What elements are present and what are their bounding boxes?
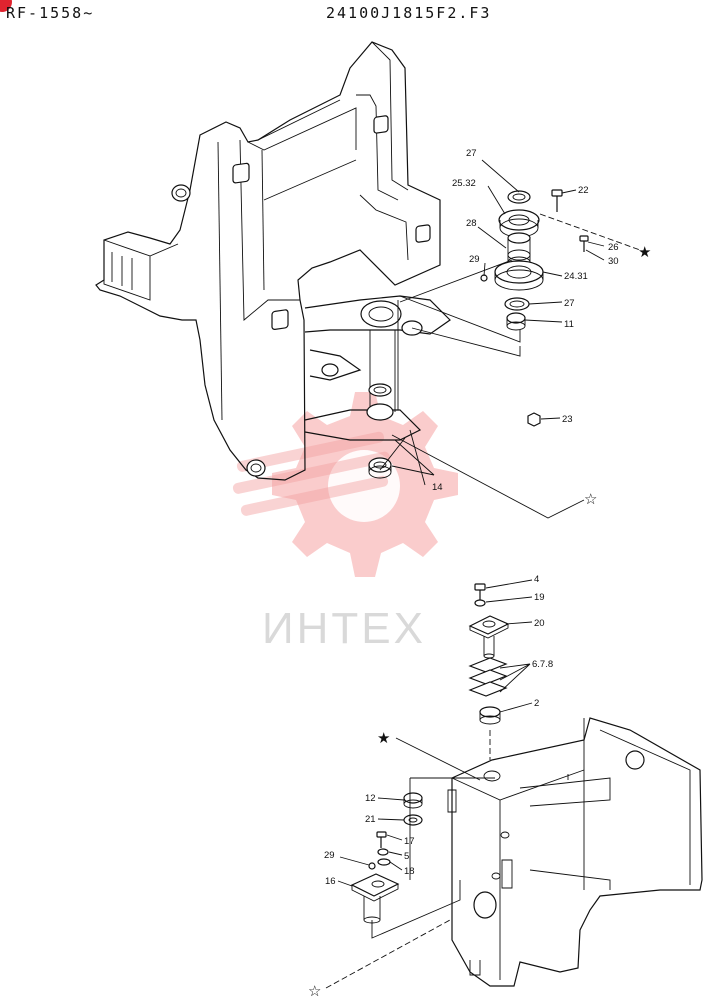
rear-frame-drawing — [447, 717, 703, 987]
filled-star-icon: ★ — [638, 243, 651, 261]
label-part-25-32: 25.32 — [452, 178, 476, 189]
label-part-26: 26 — [608, 242, 619, 253]
label-part-20: 20 — [534, 618, 545, 629]
label-part-24-31: 24.31 — [564, 271, 588, 282]
label-part-17: 17 — [404, 836, 415, 847]
label-part-4: 4 — [534, 574, 539, 585]
label-part-22: 22 — [578, 185, 589, 196]
label-part-29-bottom: 29 — [324, 850, 335, 861]
pin-parts-drawing — [325, 579, 533, 989]
open-star-icon: ☆ — [584, 490, 597, 508]
label-part-27-bottom: 27 — [564, 298, 575, 309]
label-part-12: 12 — [365, 793, 376, 804]
open-star-icon: ☆ — [308, 982, 321, 1000]
label-part-16: 16 — [325, 876, 336, 887]
label-part-18: 18 — [404, 866, 415, 877]
front-frame-drawing — [95, 41, 451, 481]
label-part-21: 21 — [365, 814, 376, 825]
header-right-code: 24100J1815F2.F3 — [326, 4, 492, 22]
label-part-6-7-8: 6.7.8 — [532, 659, 553, 670]
label-part-29-top: 29 — [469, 254, 480, 265]
label-part-28: 28 — [466, 218, 477, 229]
label-part-23: 23 — [562, 414, 573, 425]
label-part-2: 2 — [534, 698, 539, 709]
label-part-11: 11 — [564, 319, 574, 330]
label-part-5: 5 — [404, 851, 409, 862]
label-part-27-top: 27 — [466, 148, 477, 159]
filled-star-icon: ★ — [377, 729, 390, 747]
swivel-parts-drawing — [391, 159, 605, 476]
corner-marker-dot — [0, 0, 12, 12]
label-part-30: 30 — [608, 256, 619, 267]
label-part-14: 14 — [432, 482, 443, 493]
watermark-text: ИНТЕХ — [262, 604, 426, 653]
label-part-19: 19 — [534, 592, 545, 603]
header-left-code: RF-1558~ — [6, 4, 95, 22]
